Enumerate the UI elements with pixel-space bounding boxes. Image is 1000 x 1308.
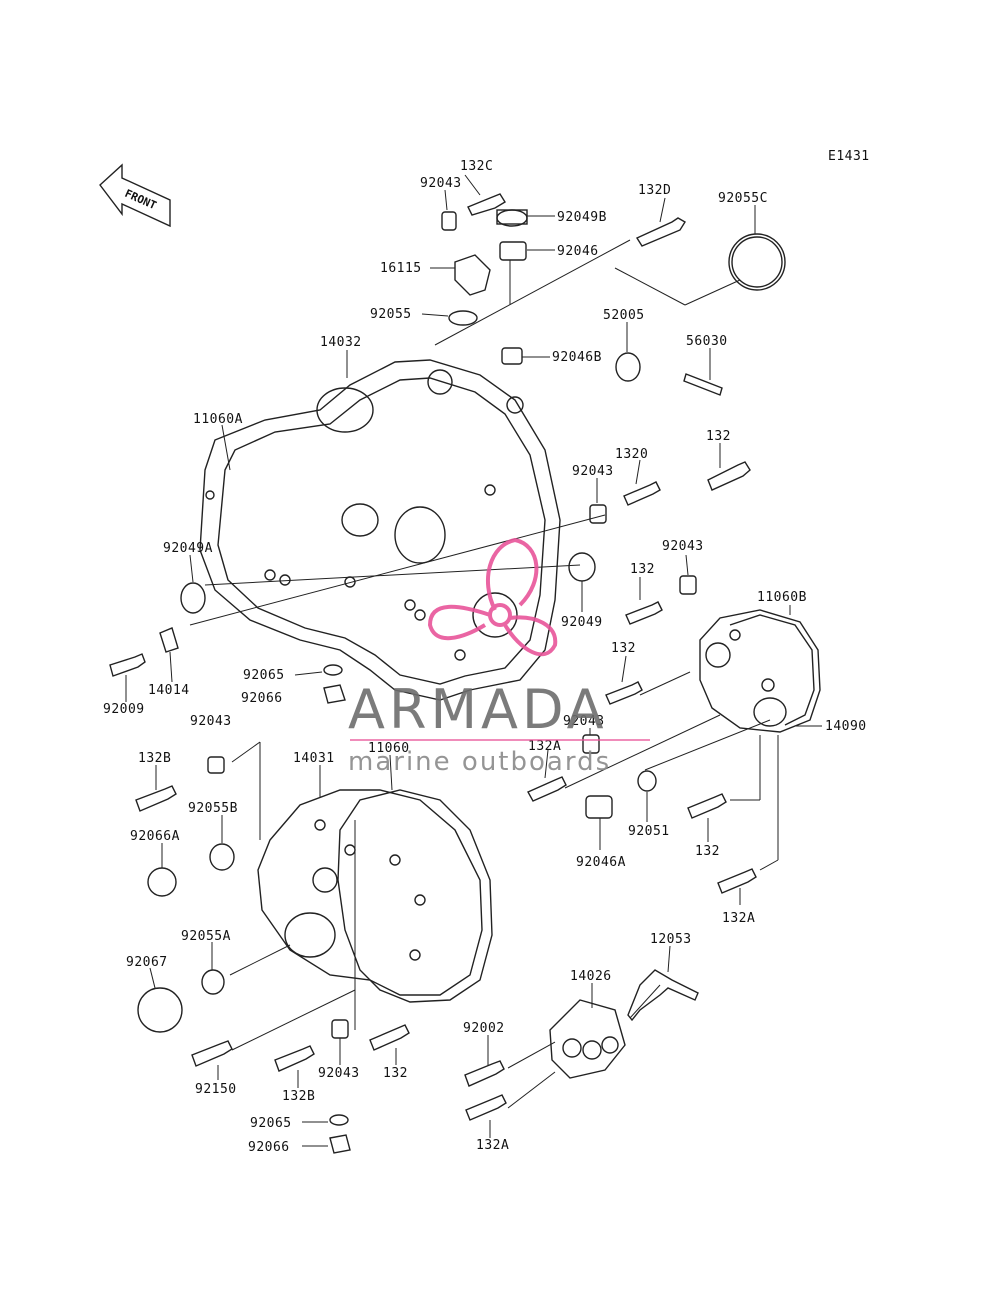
part-label: 11060B — [757, 590, 807, 605]
part-label: 132 — [695, 844, 720, 859]
part-label: 14031 — [293, 751, 335, 766]
small-parts — [109, 193, 786, 1154]
diagram-code: E1431 — [828, 149, 870, 164]
part-label: 92065 — [250, 1116, 292, 1131]
part-label: 132A — [722, 911, 755, 926]
part-label: 92046B — [552, 350, 602, 365]
part-label: 92043 — [563, 714, 605, 729]
part-label: 132B — [282, 1089, 315, 1104]
part-label: 92043 — [420, 176, 462, 191]
part-label: 92055B — [188, 801, 238, 816]
leader-lines — [125, 174, 822, 1147]
part-label: 92055A — [181, 929, 231, 944]
part-label: 92043 — [318, 1066, 360, 1081]
part-label: 14014 — [148, 683, 190, 698]
part-label: 92055 — [370, 307, 412, 322]
front-arrow-label: FRONT — [123, 187, 159, 212]
part-label: 92067 — [126, 955, 168, 970]
part-label: 14090 — [825, 719, 867, 734]
part-label: 92046A — [576, 855, 626, 870]
part-label: 11060A — [193, 412, 243, 427]
watermark-title: ARMADA — [348, 678, 608, 741]
part-label: 92066A — [130, 829, 180, 844]
part-label: 132 — [611, 641, 636, 656]
part-label: 132D — [638, 183, 671, 198]
part-label: 14026 — [570, 969, 612, 984]
part-label: 56030 — [686, 334, 728, 349]
part-label: 12053 — [650, 932, 692, 947]
part-label: 92066 — [248, 1140, 290, 1155]
part-label: 92051 — [628, 824, 670, 839]
part-label: 1320 — [615, 447, 648, 462]
part-label: 92066 — [241, 691, 283, 706]
part-label: 132A — [528, 739, 561, 754]
front-arrow-icon: FRONT — [99, 163, 171, 228]
shift-bracket — [549, 969, 699, 1079]
part-label: 16115 — [380, 261, 422, 276]
part-label: 92049A — [163, 541, 213, 556]
gear-cover-right — [699, 609, 821, 733]
part-label: 92043 — [190, 714, 232, 729]
part-label: 92043 — [662, 539, 704, 554]
part-label: 92002 — [463, 1021, 505, 1036]
part-label: 11060 — [368, 741, 410, 756]
part-label: 92065 — [243, 668, 285, 683]
crankcase-cover-upper — [199, 359, 561, 701]
watermark: ARMADA marine outboards — [348, 537, 650, 777]
part-label: 92150 — [195, 1082, 237, 1097]
part-label: 92049 — [561, 615, 603, 630]
part-label: 92055C — [718, 191, 768, 206]
watermark-subtitle: marine outboards — [348, 747, 611, 777]
part-label: 132 — [383, 1066, 408, 1081]
part-label: 132 — [630, 562, 655, 577]
part-label: 132A — [476, 1138, 509, 1153]
part-label: 132B — [138, 751, 171, 766]
part-label: 92046 — [557, 244, 599, 259]
crankcase-cover-lower — [257, 789, 493, 1003]
part-label: 52005 — [603, 308, 645, 323]
part-label: 132 — [706, 429, 731, 444]
part-labels: 132C 92043 92049B 132D 92055C 92046 1611… — [103, 159, 867, 1155]
part-label: 92043 — [572, 464, 614, 479]
propeller-logo-icon — [427, 537, 558, 657]
part-label: 92049B — [557, 210, 607, 225]
part-label: 92009 — [103, 702, 145, 717]
part-label: 14032 — [320, 335, 362, 350]
part-label: 132C — [460, 159, 493, 174]
